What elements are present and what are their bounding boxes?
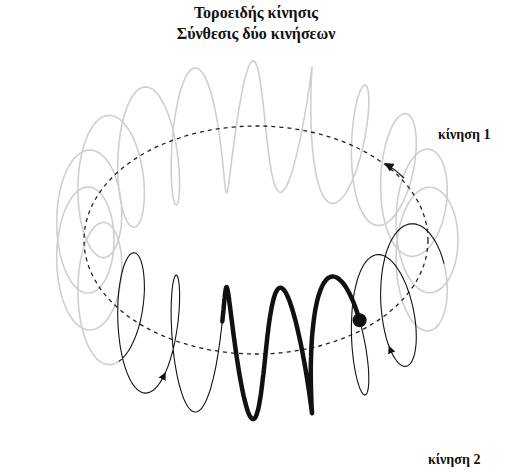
grey-helix — [57, 61, 458, 365]
label-text: κίνηση 1 — [438, 127, 490, 143]
black-helix — [118, 224, 444, 419]
title-text: Σύνθεσις δύο κινήσεων — [0, 25, 512, 43]
label-text: κίνηση 2 — [428, 452, 480, 468]
thick-helix-path — [222, 277, 359, 420]
title-text: Τοροειδής κίνησις — [0, 4, 512, 22]
dashed-orbit — [84, 126, 428, 354]
orbit-arrow — [386, 164, 404, 178]
thin-helix-path — [118, 253, 165, 393]
moving-point — [353, 313, 367, 327]
grey-helix-path — [57, 61, 458, 365]
thin-helix-path — [165, 275, 222, 412]
thin-helix-path — [381, 224, 444, 348]
